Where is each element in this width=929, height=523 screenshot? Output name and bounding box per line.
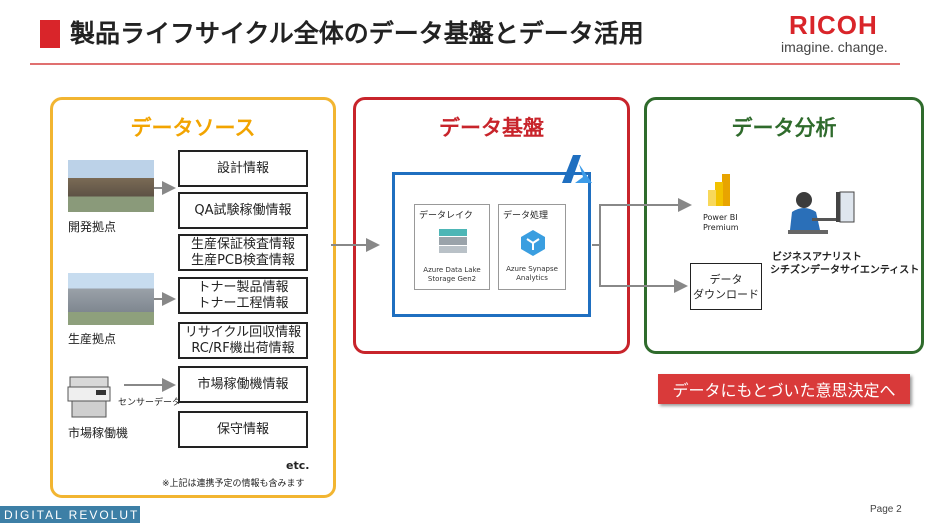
sensor-data-label: センサーデータ xyxy=(118,398,182,408)
field-device-label: 市場稼働機 xyxy=(68,426,129,440)
etc-label: etc. xyxy=(286,459,310,472)
production-site-label: 生産拠点 xyxy=(68,332,117,346)
data-sources-heading: データソース xyxy=(130,116,256,140)
powerbi-label: Power BI Premium xyxy=(703,213,739,232)
storage-icon xyxy=(439,229,467,256)
data-platform-panel xyxy=(353,97,630,354)
source-item: QA試験稼働情報 xyxy=(178,192,308,229)
powerbi-icon xyxy=(708,174,732,210)
decision-making-banner: データにもとづいた意思決定へ xyxy=(658,374,910,404)
dev-site-photo xyxy=(68,160,154,212)
source-item: 設計情報 xyxy=(178,150,308,187)
data-sources-panel xyxy=(50,97,336,498)
production-site-photo xyxy=(68,273,154,325)
data-platform-heading: データ基盤 xyxy=(439,116,544,140)
data-download-box: データ ダウンロード xyxy=(690,263,762,310)
synapse-icon xyxy=(519,229,547,260)
source-item: 市場稼働機情報 xyxy=(178,366,308,403)
users-label: ビジネスアナリスト シチズンデータサイエンティスト xyxy=(770,252,920,276)
header-divider xyxy=(30,63,900,65)
footer-tag: DIGITAL REVOLUTION xyxy=(0,506,165,523)
printer-image xyxy=(66,375,112,419)
data-lake-label: データレイク xyxy=(419,211,473,221)
azure-icon xyxy=(561,154,593,188)
ricoh-logo: RICOH xyxy=(789,10,878,40)
page-title: 製品ライフサイクル全体のデータ基盤とデータ活用 xyxy=(70,19,644,48)
dev-site-label: 開発拠点 xyxy=(68,220,117,234)
title-marker xyxy=(40,20,60,48)
data-analysis-heading: データ分析 xyxy=(731,116,837,140)
data-processing-label: データ処理 xyxy=(503,211,549,221)
data-processing-card: データ処理 Azure Synapse Analytics xyxy=(498,204,566,290)
source-item: トナー製品情報トナー工程情報 xyxy=(178,277,308,314)
brand-tagline: imagine. change. xyxy=(781,39,888,55)
footnote: ※上記は連携予定の情報も含みます xyxy=(162,479,305,489)
page-number: Page 2 xyxy=(870,504,902,515)
data-analysis-panel xyxy=(644,97,924,354)
data-lake-card: データレイク Azure Data Lake Storage Gen2 xyxy=(414,204,490,290)
analyst-illustration xyxy=(782,188,858,252)
source-item: 保守情報 xyxy=(178,411,308,448)
azure-platform-frame xyxy=(392,172,591,317)
source-item: 生産保証検査情報生産PCB検査情報 xyxy=(178,234,308,271)
